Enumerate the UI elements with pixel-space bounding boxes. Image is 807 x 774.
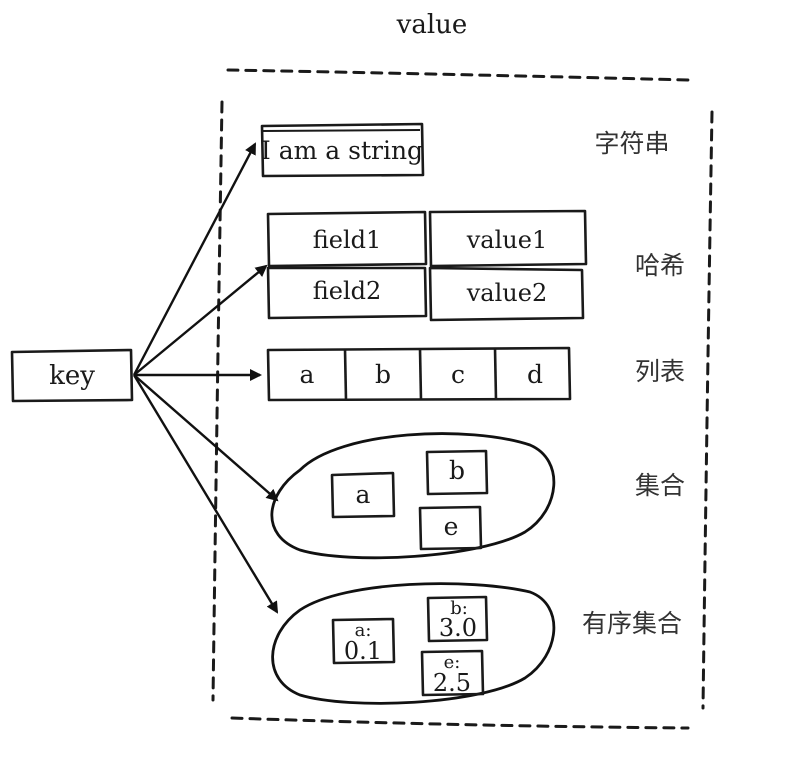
string-value-box: I am a string	[260, 122, 425, 178]
diagram-title: value	[396, 10, 468, 40]
set-member-a: a	[356, 480, 371, 509]
list-item-a: a	[300, 360, 315, 389]
hash-field-2: field2	[313, 277, 382, 305]
list-type-label: 列表	[635, 357, 685, 386]
zset-member-b-name: b:	[450, 598, 468, 619]
value-container	[211, 68, 714, 730]
set-blob: a b e	[270, 432, 556, 560]
arrow-to-hash	[133, 264, 268, 376]
zset-member-b-score: 3.0	[439, 614, 477, 642]
arrow-to-string	[132, 142, 257, 376]
hash-table: field1 value1 field2 value2	[266, 209, 588, 322]
hash-value-2: value2	[466, 279, 547, 307]
arrow-to-zset	[132, 374, 279, 614]
zset-member-e-name: e:	[444, 652, 461, 673]
key-label: key	[49, 361, 95, 391]
key-box: key	[10, 348, 134, 403]
hash-field-1: field1	[313, 226, 382, 254]
zset-member-box-b	[426, 595, 489, 643]
list-item-b: b	[375, 360, 391, 389]
list-item-d: d	[527, 360, 543, 389]
list-item-c: c	[451, 360, 465, 389]
zset-member-box-a	[331, 617, 396, 665]
hash-type-label: 哈希	[635, 251, 685, 280]
zset-member-e-score: 2.5	[433, 669, 471, 697]
set-member-box-b	[425, 449, 489, 496]
zset-member-a-name: a:	[355, 620, 372, 641]
set-type-label: 集合	[635, 471, 685, 500]
zset-member-box-e	[420, 649, 485, 697]
zset-member-a-score: 0.1	[344, 637, 382, 665]
set-member-box-e	[418, 505, 483, 551]
hash-value-1: value1	[466, 226, 547, 254]
string-value: I am a string	[261, 136, 423, 165]
set-member-box-a	[330, 471, 396, 519]
set-member-e: e	[444, 512, 459, 541]
key-arrows	[132, 142, 279, 614]
arrow-to-set	[133, 374, 279, 502]
list-box: a b c d	[266, 346, 572, 402]
string-type-label: 字符串	[594, 129, 669, 158]
zset-type-label: 有序集合	[582, 609, 682, 638]
zset-blob: a: 0.1 b: 3.0 e: 2.5	[271, 582, 556, 705]
set-member-b: b	[449, 456, 465, 485]
